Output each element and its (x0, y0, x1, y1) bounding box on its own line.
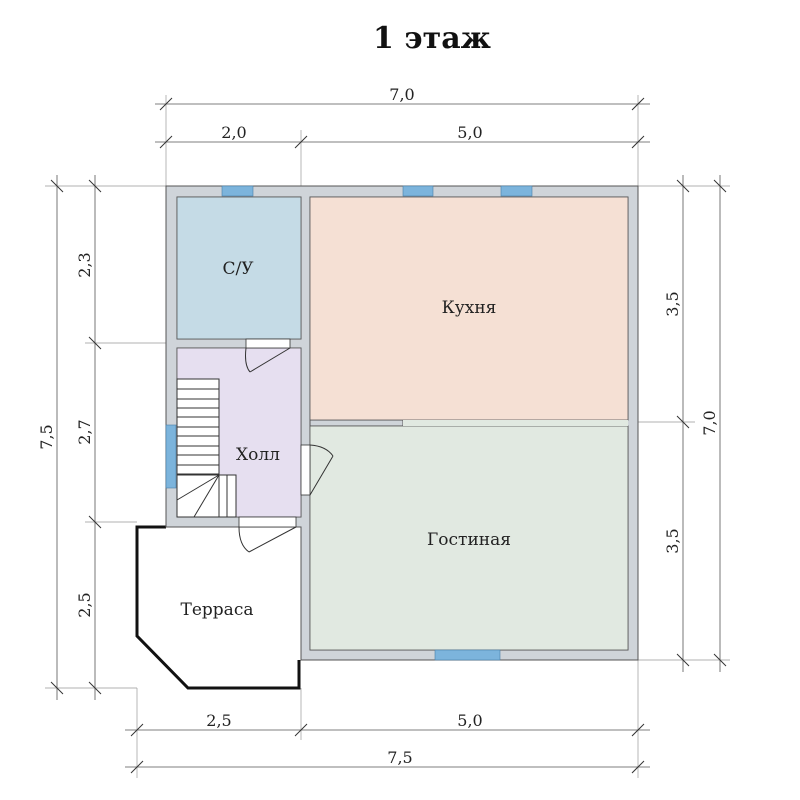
label-terrace: Терраса (181, 600, 254, 620)
kitchen-living-opening (403, 420, 628, 426)
dim-left-total: 7,5 (37, 424, 56, 449)
dim-bottom-total: 7,5 (387, 748, 412, 767)
dim-left-3: 2,5 (75, 592, 94, 617)
room-kitchen (309, 196, 629, 421)
dim-top-right: 5,0 (457, 123, 482, 142)
label-living: Гостиная (427, 530, 511, 550)
dim-left-1: 2,3 (75, 252, 94, 277)
label-hall: Холл (236, 445, 280, 465)
dim-right-total: 7,0 (700, 410, 719, 435)
dim-left-2: 2,7 (75, 419, 94, 444)
dim-right-1: 3,5 (663, 291, 682, 316)
staircase (176, 378, 237, 518)
window-icon (434, 649, 501, 661)
partition-wall (309, 419, 404, 427)
door-terrace-icon (238, 526, 297, 553)
windows (165, 185, 533, 661)
dim-top-left: 2,0 (221, 123, 246, 142)
door-bathroom-icon (245, 347, 291, 373)
label-bathroom: С/У (222, 259, 254, 279)
terrace-outline (135, 525, 301, 690)
extension-lines (45, 95, 730, 778)
terrace-area (137, 522, 301, 688)
dim-right-2: 3,5 (663, 528, 682, 553)
window-icon (221, 185, 254, 197)
dim-top-total: 7,0 (389, 85, 414, 104)
door-living-icon (309, 444, 334, 496)
dim-bottom-right: 5,0 (457, 711, 482, 730)
doors (238, 338, 334, 553)
plan-title: 1 этаж (373, 21, 491, 56)
room-bathroom (176, 196, 302, 340)
dim-bottom-left: 2,5 (206, 711, 231, 730)
window-icon (165, 424, 177, 489)
window-icon (402, 185, 434, 197)
dimension-lines (50, 97, 727, 774)
window-icon (500, 185, 533, 197)
room-living (309, 425, 629, 651)
label-kitchen: Кухня (442, 298, 497, 318)
